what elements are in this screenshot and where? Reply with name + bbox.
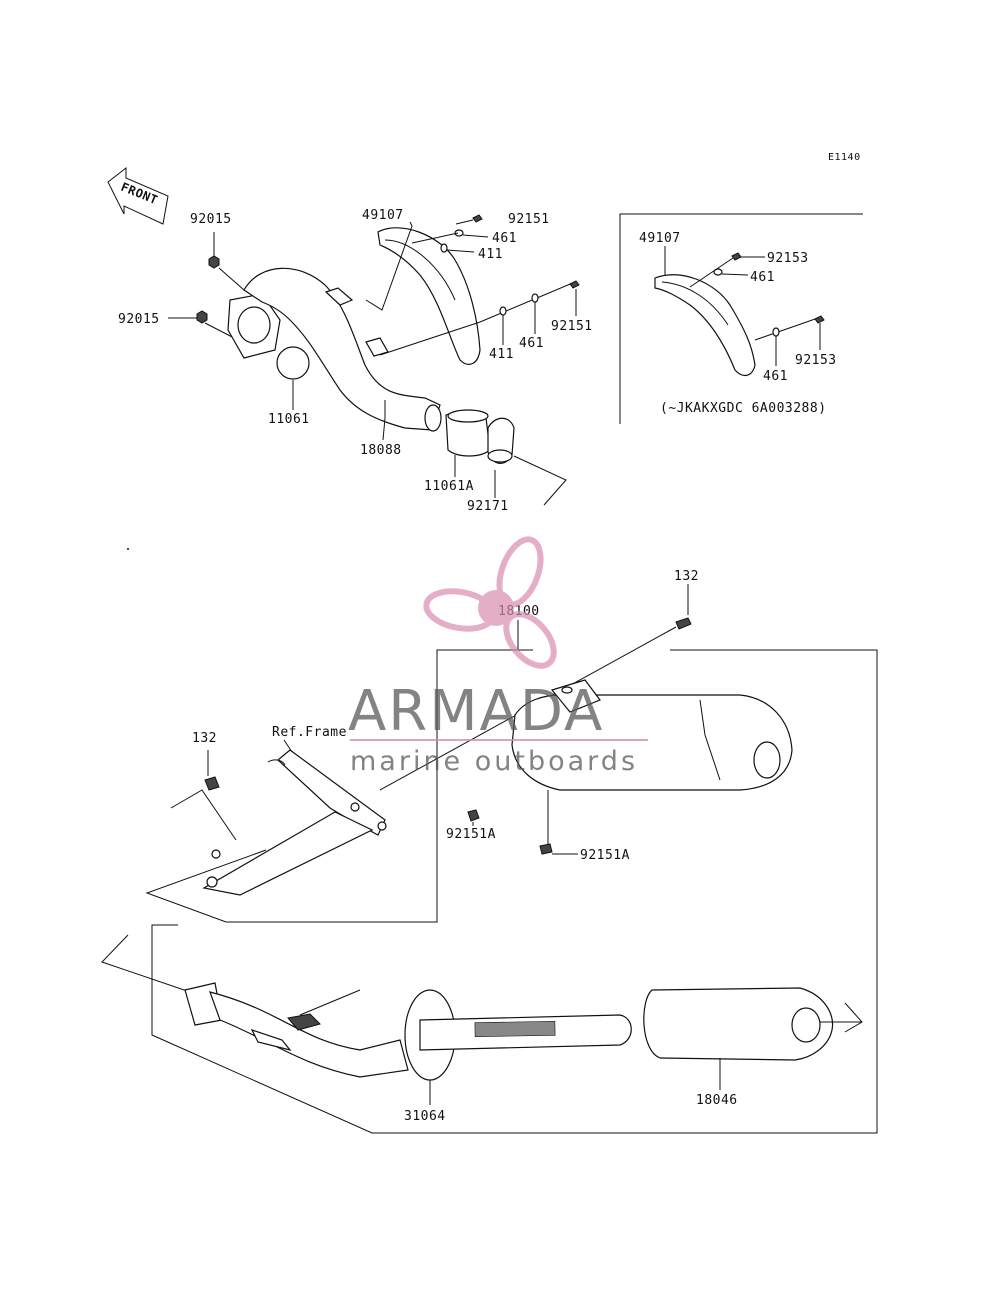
- part-label: 49107: [639, 231, 681, 246]
- diagram-code: E1140: [828, 152, 861, 163]
- exploded-muffler: [101, 934, 863, 1105]
- part-label: 92153: [795, 353, 837, 368]
- part-label: 31064: [404, 1109, 446, 1124]
- part-label: 92151A: [446, 827, 496, 842]
- part-label: 18046: [696, 1093, 738, 1108]
- part-label: 92151: [508, 212, 550, 227]
- part-label: 461: [763, 369, 788, 384]
- part-label: 11061: [268, 412, 310, 427]
- part-label: 132: [674, 569, 699, 584]
- bolt-icon: [467, 809, 480, 822]
- part-label: 461: [519, 336, 544, 351]
- part-label: 92171: [467, 499, 509, 514]
- watermark-tagline: marine outboards: [350, 746, 638, 777]
- inset-heat-guard: [619, 213, 863, 424]
- part-label: 92015: [118, 312, 160, 327]
- gasket-ring-icon: [276, 346, 310, 380]
- exhaust-pipe-group: [168, 214, 580, 506]
- part-label: 18088: [360, 443, 402, 458]
- watermark-brand: ARMADA: [348, 679, 604, 744]
- part-label: 411: [489, 347, 514, 362]
- part-label: 461: [750, 270, 775, 285]
- bolt-icon: [675, 617, 692, 630]
- serial-note: (~JKAKXGDC 6A003288): [660, 401, 827, 416]
- part-label: 49107: [362, 208, 404, 223]
- part-label: 132: [192, 731, 217, 746]
- part-label: 92151A: [580, 848, 630, 863]
- nut-icon: [208, 255, 220, 269]
- bolt-icon: [539, 843, 553, 855]
- part-label: 11061A: [424, 479, 474, 494]
- part-label: 92153: [767, 251, 809, 266]
- part-label: 92151: [551, 319, 593, 334]
- bolt-icon: [204, 776, 220, 791]
- front-arrow-icon: FRONT: [107, 166, 169, 225]
- frame-bracket: [202, 739, 387, 896]
- armada-watermark: ARMADA marine outboards: [348, 536, 648, 777]
- part-label: 92015: [190, 212, 232, 227]
- muffler-assembly: [467, 679, 793, 855]
- part-label: 411: [478, 247, 503, 262]
- ref-frame-label: Ref.Frame: [272, 725, 347, 740]
- propeller-logo-icon: [423, 536, 557, 669]
- part-label: 461: [492, 231, 517, 246]
- nut-icon: [196, 310, 208, 324]
